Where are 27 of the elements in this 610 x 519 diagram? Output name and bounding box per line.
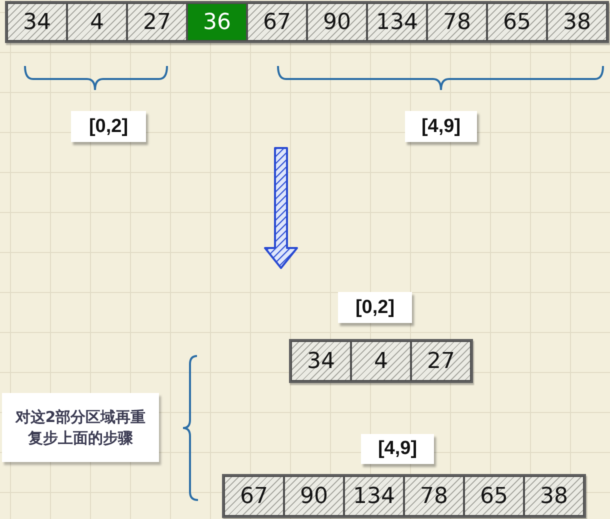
number-cell: 4: [351, 341, 411, 381]
number-cell: 78: [427, 3, 487, 41]
number-cell: 134: [367, 3, 427, 41]
number-cell: 67: [224, 476, 284, 516]
array-box: [289, 339, 473, 383]
number-cell: 27: [127, 3, 187, 41]
number-cell: 38: [547, 3, 607, 41]
number-cell: 67: [247, 3, 307, 41]
range-label: [0,2]: [71, 111, 146, 142]
note-box: 对这2部分区域再重复步上面的步骤: [2, 393, 159, 462]
number-cell: 90: [284, 476, 344, 516]
number-cell: 134: [344, 476, 404, 516]
number-cell: 38: [524, 476, 584, 516]
number-cell: 65: [464, 476, 524, 516]
number-cell: 4: [67, 3, 127, 41]
number-cell: 34: [291, 341, 351, 381]
number-cell: 78: [404, 476, 464, 516]
range-label: [0,2]: [338, 292, 412, 323]
number-cell: 34: [7, 3, 67, 41]
array-box: [222, 474, 586, 518]
range-label: [4,9]: [405, 111, 477, 142]
range-label: [4,9]: [361, 434, 434, 464]
number-cell: 90: [307, 3, 367, 41]
number-cell: 65: [487, 3, 547, 41]
number-cell: 36: [187, 3, 247, 41]
number-cell: 27: [411, 341, 471, 381]
array-box: [5, 1, 609, 43]
